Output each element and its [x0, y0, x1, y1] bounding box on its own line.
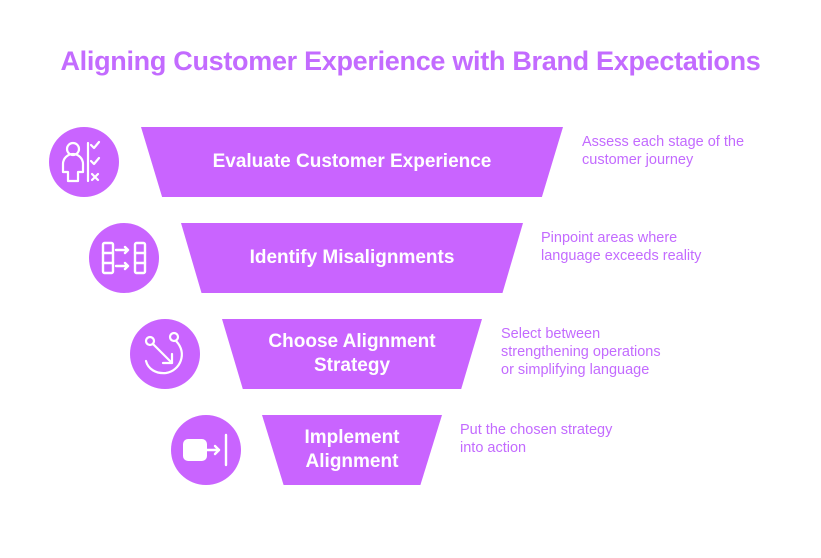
step-2-icon-circle	[89, 223, 159, 293]
diagram-title: Aligning Customer Experience with Brand …	[60, 46, 761, 76]
step-2-label: Identify Misalignments	[249, 247, 455, 269]
step-4-label: Implement Alignment	[304, 427, 400, 472]
arrow-to-bar-icon	[183, 433, 228, 467]
step-4-band: Implement Alignment	[262, 415, 442, 485]
step-4-icon-circle	[171, 415, 241, 485]
branching-path-icon	[144, 331, 183, 375]
step-3-band: Choose Alignment Strategy	[222, 319, 482, 389]
step-2-band: Identify Misalignments	[181, 223, 523, 293]
step-1-icon-circle	[49, 127, 119, 197]
step-3-description: Select between strengthening operations …	[501, 326, 661, 378]
step-1-band: Evaluate Customer Experience	[141, 127, 563, 197]
step-1-description: Assess each stage of the customer journe…	[582, 134, 745, 168]
step-2-description: Pinpoint areas where language exceeds re…	[541, 230, 702, 264]
step-4-description: Put the chosen strategy into action	[460, 422, 613, 456]
step-3-icon-circle	[130, 319, 200, 389]
step-1-label: Evaluate Customer Experience	[212, 151, 492, 173]
person-checklist-icon	[61, 140, 101, 183]
step-3-label: Choose Alignment Strategy	[268, 331, 436, 376]
misalignment-blocks-icon	[101, 241, 147, 275]
